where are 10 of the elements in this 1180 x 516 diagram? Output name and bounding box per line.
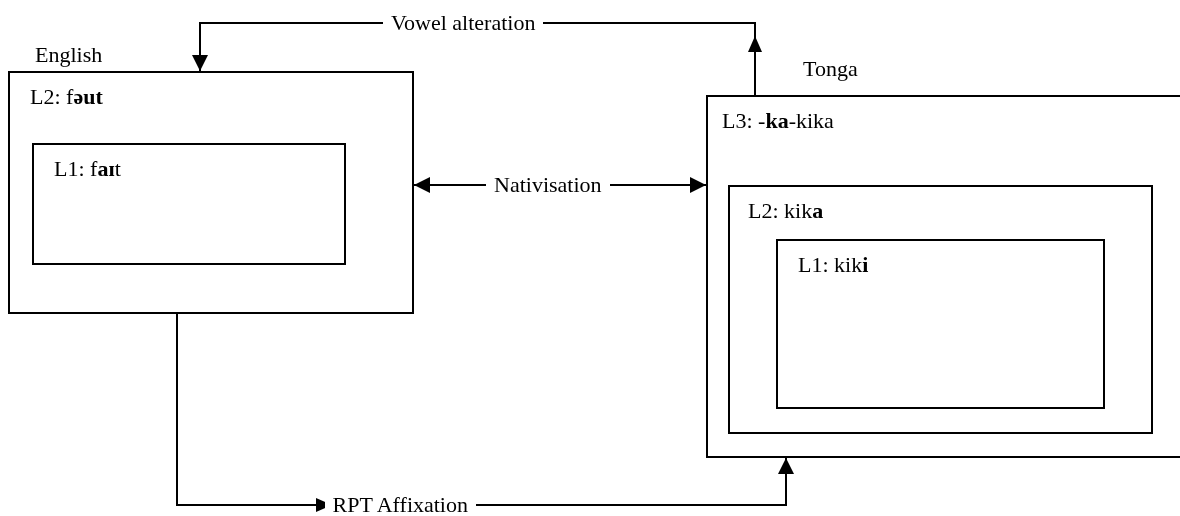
word-form-label: L1: kiki xyxy=(798,253,869,278)
word-form-label: L2: kika xyxy=(748,199,824,224)
nested-box xyxy=(776,239,1105,409)
word-form-label: L2: fəut xyxy=(30,85,103,110)
nested-box xyxy=(728,185,1153,434)
language-heading: Tonga xyxy=(803,57,858,82)
nested-box xyxy=(32,143,346,265)
word-form-label: L3: -ka-kika xyxy=(722,109,834,134)
word-form-label: L1: faɪt xyxy=(54,157,121,182)
language-heading: English xyxy=(35,43,103,68)
